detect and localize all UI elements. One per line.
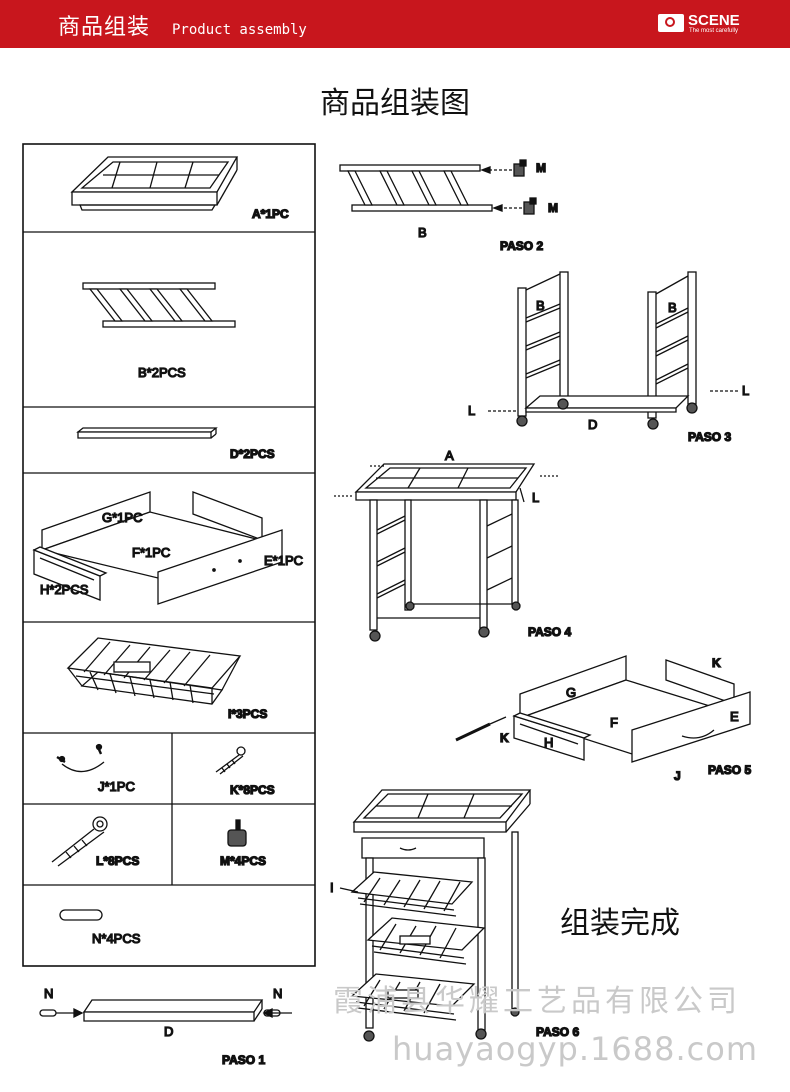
step-3-title: PASO 3 xyxy=(688,430,731,444)
step-2-diagram xyxy=(339,159,537,215)
step-3-l1: L xyxy=(468,403,475,418)
page-title: 商品组装图 xyxy=(320,86,470,121)
part-n-label: N*4PCS xyxy=(92,931,141,946)
step-5-k1: K xyxy=(712,656,721,670)
header-title-en: Product assembly xyxy=(172,22,307,38)
part-n-pad xyxy=(59,909,103,921)
step-5-g: G xyxy=(566,685,576,700)
brand-name: SCENE xyxy=(688,12,740,29)
step-4-l: L xyxy=(532,490,539,505)
step-5-f: F xyxy=(610,715,618,730)
finished-label: 组装完成 xyxy=(560,906,680,941)
part-d-bar xyxy=(76,427,218,439)
step-2-b: B xyxy=(418,225,427,240)
part-b-label: B*2PCS xyxy=(138,365,186,380)
part-j-handle xyxy=(56,743,105,773)
camera-icon xyxy=(658,14,684,32)
header-bar: 商品组装 Product assembly SCENE The most car… xyxy=(0,0,790,48)
part-e-label: E*1PC xyxy=(264,553,303,568)
part-a-label: A*1PC xyxy=(252,207,289,221)
step-5-h: H xyxy=(544,735,553,750)
watermark-company: 霞浦县华耀工艺品有限公司 xyxy=(333,984,741,1019)
parts-list-grid xyxy=(22,143,316,967)
step-1-n-left: N xyxy=(44,986,53,1001)
step-5-title: PASO 5 xyxy=(708,763,751,777)
step-1-title: PASO 1 xyxy=(222,1053,265,1067)
step-6-title: PASO 6 xyxy=(536,1025,579,1039)
part-l-bolt xyxy=(51,816,108,867)
part-h-label: H*2PCS xyxy=(40,582,89,597)
step-1-d: D xyxy=(164,1024,173,1039)
part-m-label: M*4PCS xyxy=(220,854,266,868)
step-4-diagram xyxy=(334,463,560,642)
part-j-label: J*1PC xyxy=(98,779,135,794)
step-1-n-right: N xyxy=(273,986,282,1001)
step-5-j: J xyxy=(674,769,681,783)
part-i-basket xyxy=(66,637,242,705)
step-5-e: E xyxy=(730,709,739,724)
step-5-diagram xyxy=(455,655,751,763)
step-6-diagram xyxy=(339,789,532,1042)
step-3-b1: B xyxy=(536,298,545,313)
step-5-k2: K xyxy=(500,731,509,745)
part-m-caster xyxy=(227,819,247,847)
step-3-d: D xyxy=(588,417,597,432)
part-g-label: G*1PC xyxy=(102,510,142,525)
step-3-l2: L xyxy=(742,383,749,398)
step-1-diagram xyxy=(39,999,292,1022)
part-i-label: I*3PCS xyxy=(228,707,267,721)
part-l-label: L*8PCS xyxy=(96,854,139,868)
step-4-title: PASO 4 xyxy=(528,625,571,639)
step-3-diagram xyxy=(488,271,738,430)
step-6-i: I xyxy=(330,880,334,895)
part-f-label: F*1PC xyxy=(132,545,170,560)
header-title-zh: 商品组装 xyxy=(58,15,151,40)
step-3-b2: B xyxy=(668,300,677,315)
part-a-tabletop xyxy=(70,156,239,211)
part-d-label: D*2PCS xyxy=(230,447,275,461)
part-drawer-panels xyxy=(32,491,283,605)
step-2-title: PASO 2 xyxy=(500,239,543,253)
step-2-m1: M xyxy=(536,161,546,175)
brand-tagline: The most carefully xyxy=(689,28,739,34)
part-k-screw xyxy=(215,746,246,775)
step-4-a: A xyxy=(445,448,454,463)
watermark-url: huayaogyp.1688.com xyxy=(392,1030,758,1068)
step-2-m2: M xyxy=(548,201,558,215)
part-b-side-frame xyxy=(82,282,236,328)
part-k-label: K*8PCS xyxy=(230,783,275,797)
